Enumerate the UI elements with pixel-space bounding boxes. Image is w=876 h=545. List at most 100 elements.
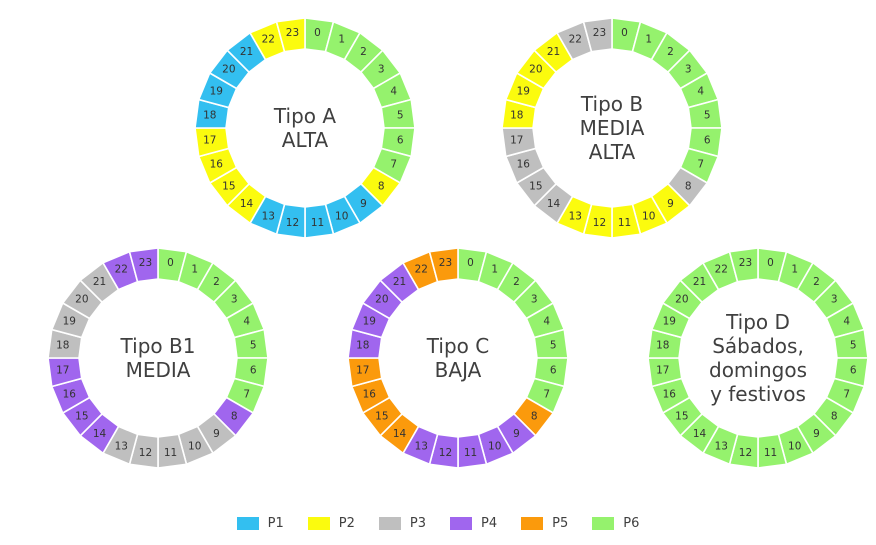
hour-label: 15 xyxy=(75,410,88,422)
hour-label: 16 xyxy=(63,389,77,401)
hour-label: 11 xyxy=(164,447,177,459)
hour-label: 12 xyxy=(593,217,606,229)
hour-label: 0 xyxy=(467,257,474,269)
hour-label: 18 xyxy=(656,339,669,351)
hour-label: 17 xyxy=(356,365,369,377)
legend-item-p2: P2 xyxy=(307,515,355,531)
ring-title-line: Tipo B1 xyxy=(120,334,196,358)
hour-label: 20 xyxy=(222,64,235,76)
hour-label: 20 xyxy=(675,294,688,306)
hour-label: 13 xyxy=(415,441,428,453)
hour-label: 10 xyxy=(788,441,801,453)
hour-label: 15 xyxy=(529,180,542,192)
hour-label: 11 xyxy=(311,217,324,229)
ring-tipo-b: 01234567891011121314151617181920212223Ti… xyxy=(501,17,723,239)
hour-label: 1 xyxy=(191,263,198,275)
hour-label: 10 xyxy=(488,441,501,453)
ring-title-line: domingos xyxy=(709,358,807,382)
hour-label: 15 xyxy=(222,180,235,192)
ring-title-line: BAJA xyxy=(435,358,482,382)
hour-segment xyxy=(275,17,306,53)
hour-label: 1 xyxy=(645,33,652,45)
hour-label: 6 xyxy=(850,365,857,377)
hour-label: 8 xyxy=(378,180,385,192)
hour-label: 20 xyxy=(375,294,388,306)
hour-label: 6 xyxy=(704,135,711,147)
ring-title-line: ALTA xyxy=(589,140,636,164)
hour-label: 21 xyxy=(393,276,406,288)
hour-label: 13 xyxy=(262,211,275,223)
hour-label: 10 xyxy=(335,211,348,223)
ring-tipo-d: 01234567891011121314151617181920212223Ti… xyxy=(647,247,869,469)
hour-label: 14 xyxy=(240,198,254,210)
hour-label: 14 xyxy=(93,428,107,440)
legend-item-p3: P3 xyxy=(378,515,426,531)
hour-label: 19 xyxy=(363,315,376,327)
hour-label: 2 xyxy=(813,276,820,288)
hour-label: 16 xyxy=(517,159,531,171)
legend-item-p1: P1 xyxy=(236,516,284,531)
hour-label: 2 xyxy=(213,276,220,288)
hour-segment xyxy=(428,247,459,283)
hour-label: 14 xyxy=(547,198,561,210)
hour-label: 4 xyxy=(543,315,550,327)
hour-label: 22 xyxy=(415,263,428,275)
hour-label: 1 xyxy=(338,33,345,45)
hour-label: 3 xyxy=(685,64,692,76)
hour-label: 17 xyxy=(656,365,669,377)
hour-label: 2 xyxy=(513,276,520,288)
hour-label: 21 xyxy=(93,276,106,288)
hour-label: 12 xyxy=(286,217,299,229)
hour-label: 23 xyxy=(593,27,606,39)
hour-label: 17 xyxy=(203,135,216,147)
hour-label: 9 xyxy=(513,428,520,440)
hour-label: 17 xyxy=(510,135,523,147)
hour-label: 20 xyxy=(529,64,542,76)
hour-segment xyxy=(128,247,159,283)
hour-label: 22 xyxy=(569,33,582,45)
ring-title-line: y festivos xyxy=(710,382,806,406)
hour-label: 19 xyxy=(517,85,530,97)
hour-label: 0 xyxy=(314,27,321,39)
hour-label: 2 xyxy=(667,46,674,58)
ring-title-line: Tipo C xyxy=(426,334,489,358)
hour-label: 6 xyxy=(250,365,257,377)
hour-label: 15 xyxy=(375,410,388,422)
ring-title-line: Tipo A xyxy=(273,104,336,128)
ring-tipo-c: 01234567891011121314151617181920212223Ti… xyxy=(347,247,569,469)
legend-swatch-p4 xyxy=(450,516,472,530)
hour-label: 13 xyxy=(715,441,728,453)
hour-label: 5 xyxy=(704,109,711,121)
hour-label: 7 xyxy=(543,389,550,401)
hour-label: 11 xyxy=(464,447,477,459)
hour-label: 4 xyxy=(390,85,397,97)
legend-item-p4: P4 xyxy=(450,516,497,531)
legend-label-p5: P5 xyxy=(552,515,569,531)
hour-label: 20 xyxy=(75,294,88,306)
hour-label: 9 xyxy=(360,198,367,210)
hour-label: 4 xyxy=(697,85,704,97)
hour-label: 3 xyxy=(531,294,538,306)
ring-title-line: ALTA xyxy=(282,128,329,152)
hour-label: 8 xyxy=(831,410,838,422)
legend-label-p3: P3 xyxy=(409,515,426,531)
hour-label: 9 xyxy=(813,428,820,440)
ring-title-line: Sábados, xyxy=(712,334,804,358)
hour-label: 3 xyxy=(378,64,385,76)
hour-label: 5 xyxy=(397,109,404,121)
hour-label: 22 xyxy=(262,33,275,45)
hour-label: 7 xyxy=(243,389,250,401)
ring-title-line: Tipo B xyxy=(580,92,643,116)
hour-label: 12 xyxy=(139,447,152,459)
hour-label: 17 xyxy=(56,365,69,377)
hour-label: 4 xyxy=(243,315,250,327)
hour-label: 16 xyxy=(663,389,677,401)
hour-label: 18 xyxy=(510,109,523,121)
hour-label: 18 xyxy=(356,339,369,351)
legend-label-p2: P2 xyxy=(338,515,355,531)
legend-item-p6: P6 xyxy=(592,516,639,531)
hour-label: 2 xyxy=(360,46,367,58)
hour-label: 14 xyxy=(393,428,407,440)
ring-title-line: MEDIA xyxy=(126,358,191,382)
